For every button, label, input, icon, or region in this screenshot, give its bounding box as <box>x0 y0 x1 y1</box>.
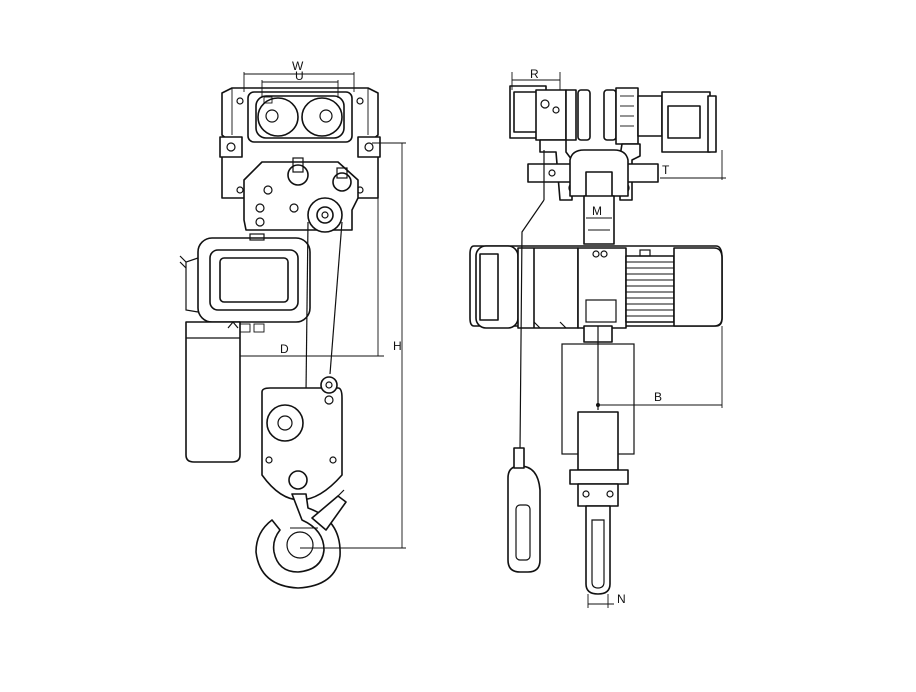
bolt <box>606 490 614 498</box>
left-lug-bolt <box>226 142 236 152</box>
chain-anchor-bolt <box>324 395 334 405</box>
left-lug <box>219 136 243 158</box>
front-view: W U D H <box>179 59 406 589</box>
sheave-hub <box>277 415 293 431</box>
right-lug <box>357 136 381 158</box>
bucket-clip <box>253 323 265 333</box>
side-view: R T M B N <box>469 67 726 608</box>
gearbox-bolt <box>552 106 560 114</box>
pin-clip <box>292 157 304 173</box>
hook-block-sheave <box>266 404 304 442</box>
trolley-plate-left <box>565 89 577 141</box>
sprocket-hub <box>316 206 334 224</box>
bucket-clip <box>239 323 251 333</box>
bolt <box>255 203 265 213</box>
hook-block-side <box>577 411 619 471</box>
load-chain-right <box>329 221 343 375</box>
side-frame-bar <box>527 163 573 183</box>
sprocket-center <box>321 211 329 219</box>
trolley-wheel-left <box>577 89 591 141</box>
bolt <box>582 490 590 498</box>
bolt <box>265 456 273 464</box>
motor-fins <box>625 255 675 323</box>
wheel-right-hub <box>319 109 333 123</box>
hook-swivel <box>288 470 308 490</box>
dim-point <box>596 403 600 407</box>
body-feet <box>533 321 567 329</box>
label-H: H <box>393 339 402 353</box>
suspension-shaft <box>583 195 615 245</box>
bolt <box>548 169 556 177</box>
chain-bucket-hanger <box>227 321 239 329</box>
pin-clip <box>336 167 348 179</box>
load-chain-left <box>305 221 309 393</box>
controller-side <box>185 257 199 313</box>
suspension-yoke <box>569 149 629 197</box>
hook-latch-spring <box>337 489 345 497</box>
front-dimensions <box>240 72 406 549</box>
trolley-gearbox <box>535 89 567 141</box>
pendant-strain-relief <box>513 447 525 469</box>
label-W: W <box>292 59 304 73</box>
label-B: B <box>654 390 662 404</box>
bolt <box>263 185 273 195</box>
chain-anchor <box>320 376 338 394</box>
controller-window <box>219 257 289 303</box>
label-R: R <box>530 67 539 81</box>
bolt <box>600 250 608 258</box>
pin-right <box>332 172 352 192</box>
label-T: T <box>662 163 670 177</box>
right-lug-bolt <box>364 142 374 152</box>
motor-terminal <box>639 249 651 257</box>
wheel-left-hub <box>265 109 279 123</box>
wheel-right <box>301 97 343 137</box>
swivel-housing <box>577 483 619 507</box>
chain-guide <box>585 299 617 323</box>
hook-side-inner <box>591 519 605 589</box>
gearbox-bolt <box>540 99 550 109</box>
hook-block-base <box>569 469 629 485</box>
trolley-coupling <box>637 95 663 137</box>
motor-right-face <box>667 105 701 139</box>
pendant-button-panel <box>515 504 531 561</box>
chain-anchor-pin <box>325 381 333 389</box>
side-dimensions <box>511 72 726 608</box>
label-M: M <box>592 204 602 218</box>
chain-bucket <box>185 321 241 463</box>
label-D: D <box>280 342 289 356</box>
bolt <box>289 203 299 213</box>
motor-end-cap <box>673 247 723 327</box>
motor-right-cap <box>707 95 717 153</box>
bracket-left <box>539 139 573 201</box>
bolt <box>329 456 337 464</box>
chain-housing <box>577 247 627 329</box>
bolt <box>236 97 244 105</box>
wheel-mark <box>263 96 273 104</box>
trolley-wheel-right <box>603 89 617 141</box>
label-U: U <box>295 69 304 83</box>
hook-side <box>585 505 611 595</box>
bolt <box>255 217 265 227</box>
bolt <box>592 250 600 258</box>
controller-tabs <box>179 255 187 269</box>
hook-latch <box>311 495 347 531</box>
pendant-control <box>507 465 541 573</box>
controller-latch <box>249 233 265 241</box>
hook-throat <box>286 531 314 559</box>
bolt <box>356 97 364 105</box>
bolt <box>236 186 244 194</box>
pendant-cable <box>519 199 545 451</box>
label-N: N <box>617 592 626 606</box>
motor-fin-lines <box>626 261 674 317</box>
gearbox-body <box>517 247 579 329</box>
end-cover-band <box>479 253 499 321</box>
pin-left <box>287 164 309 186</box>
